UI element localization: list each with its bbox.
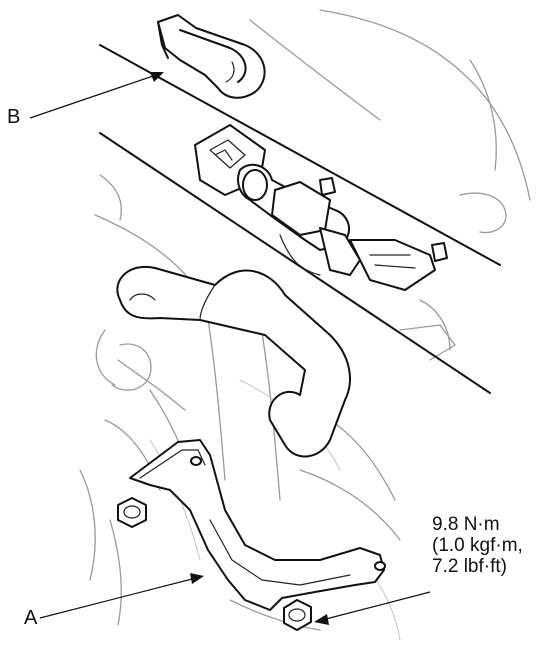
bolt-left <box>117 497 147 528</box>
callout-label-a: A <box>24 607 38 629</box>
coolant-hose <box>116 265 351 458</box>
leader-a <box>39 573 204 619</box>
clip-b <box>157 14 266 99</box>
torque-spec-line3: 7.2 lbf·ft) <box>432 556 507 577</box>
torque-spec: 9.8 N·m (1.0 kgf·m, 7.2 lbf·ft) <box>432 514 523 577</box>
injector-assembly <box>194 124 448 291</box>
callout-label-b: B <box>7 106 21 128</box>
torque-spec-line1: 9.8 N·m <box>432 514 500 535</box>
leader-b <box>29 72 164 119</box>
torque-spec-line2: (1.0 kgf·m, <box>432 535 523 556</box>
bolt-right <box>283 599 312 631</box>
leader-torque <box>314 591 431 625</box>
diagonal-rails <box>99 44 501 394</box>
bracket-a <box>129 439 386 611</box>
